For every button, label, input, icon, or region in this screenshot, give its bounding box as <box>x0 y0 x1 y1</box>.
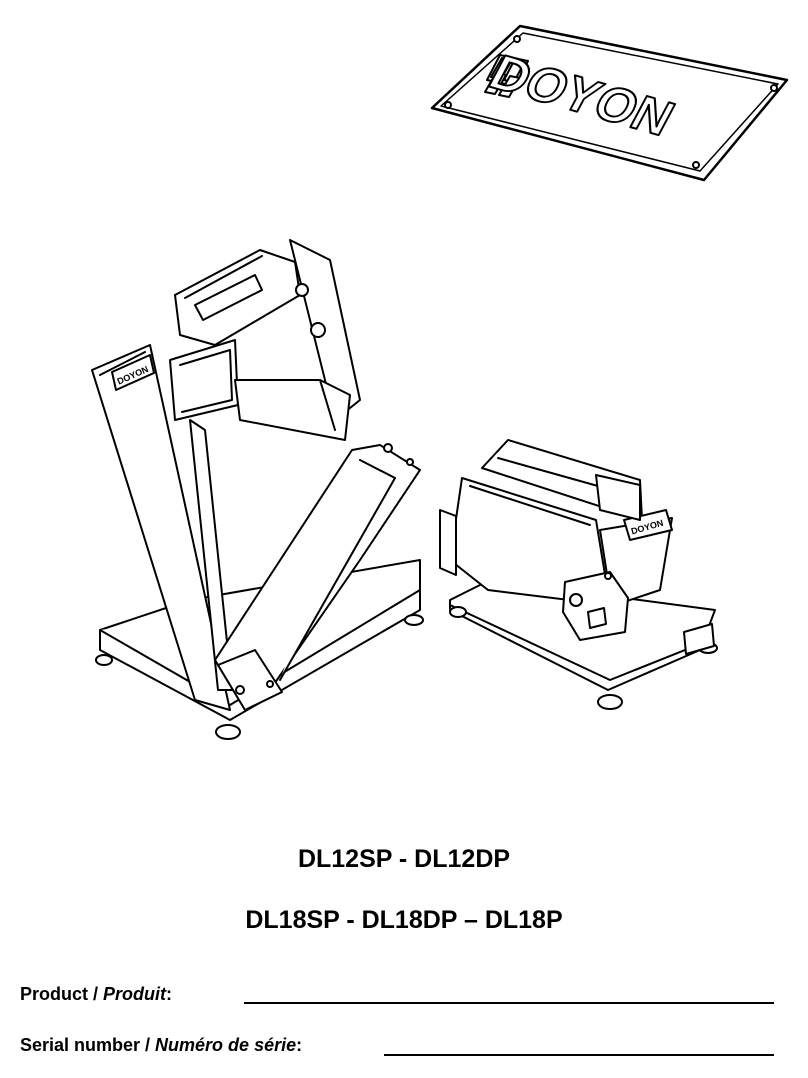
serial-label-colon: : <box>296 1035 303 1055</box>
serial-blank-line <box>384 1054 774 1056</box>
product-blank-line <box>244 1002 774 1004</box>
brand-plate: DOYON <box>430 24 789 182</box>
left-machine-illustration: DOYON <box>91 239 424 740</box>
serial-label-en: Serial number / <box>20 1035 156 1055</box>
model-list-12: DL12SP - DL12DP <box>297 845 511 873</box>
product-label-en: Product / <box>20 984 104 1004</box>
product-label-fr: Produit <box>103 984 167 1004</box>
serial-label-fr: Numéro de série <box>155 1035 297 1055</box>
product-label-colon: : <box>166 984 173 1004</box>
product-field-label: Product / Produit: <box>20 984 172 1005</box>
model-list-18: DL18SP - DL18DP – DL18P <box>245 906 563 934</box>
cover-illustration: DOYON DOYON <box>91 24 789 740</box>
serial-field-label: Serial number / Numéro de série: <box>20 1035 302 1056</box>
right-machine-illustration: DOYON <box>439 439 718 710</box>
doyon-logo-icon <box>484 54 529 98</box>
